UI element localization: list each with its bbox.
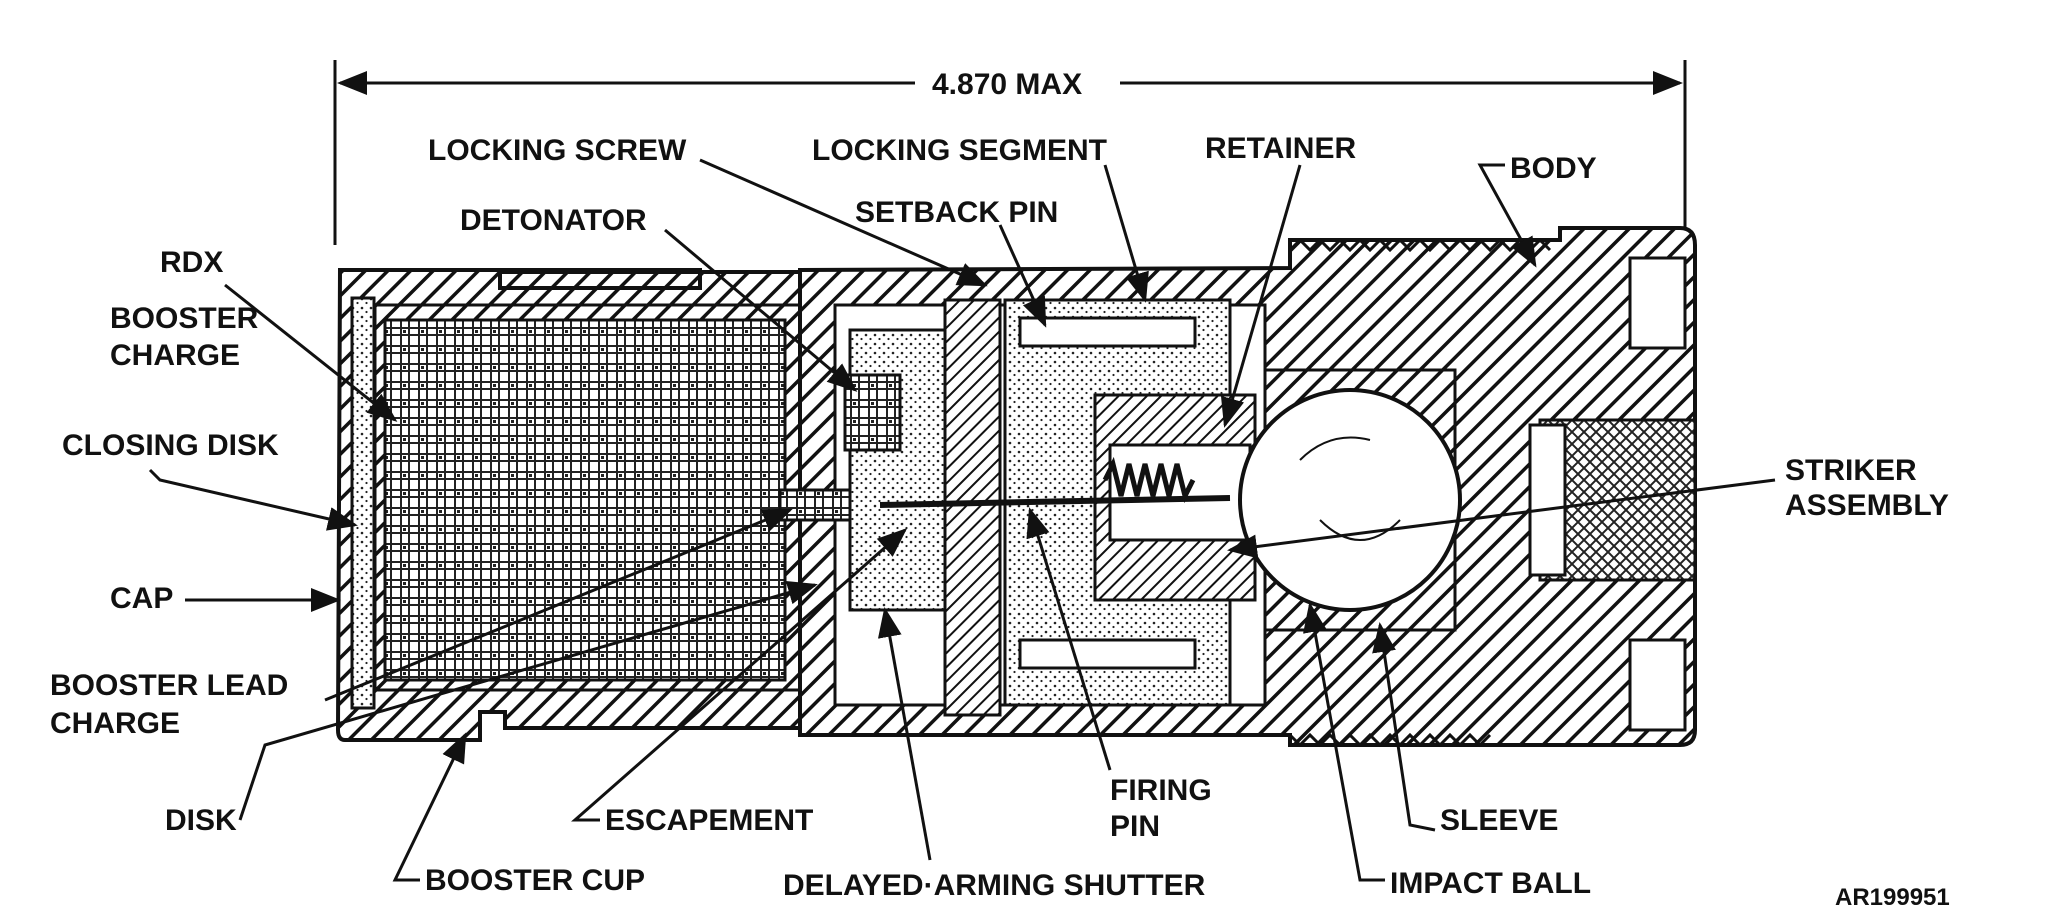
leader-delayed-arming <box>877 607 932 861</box>
label-cap: CAP <box>110 582 173 615</box>
figure-id: AR199951 <box>1835 884 1950 911</box>
label-delayed-arming-shutter: DELAYED·ARMING SHUTTER <box>783 869 1206 902</box>
label-booster-lead-2: CHARGE <box>50 707 180 740</box>
leader-body <box>1477 163 1537 268</box>
label-firing-pin-2: PIN <box>1110 810 1160 843</box>
label-retainer: RETAINER <box>1205 132 1356 165</box>
labels: LOCKING SCREW LOCKING SEGMENT RETAINER B… <box>50 132 1950 911</box>
label-detonator: DETONATOR <box>460 204 647 237</box>
body-threads <box>1288 237 1552 253</box>
detonator <box>843 373 902 452</box>
dimension-group: 4.870 MAX <box>333 60 1687 245</box>
label-striker-2: ASSEMBLY <box>1785 489 1949 522</box>
label-sleeve: SLEEVE <box>1440 804 1558 837</box>
leader-closing-disk <box>148 468 358 531</box>
dimension-label: 4.870 MAX <box>932 68 1082 101</box>
striker-spring <box>1102 456 1196 504</box>
label-rdx-3: CHARGE <box>110 339 240 372</box>
label-booster-cup: BOOSTER CUP <box>425 864 645 897</box>
body-threads-bottom <box>1288 732 1492 748</box>
label-booster-lead-1: BOOSTER LEAD <box>50 669 288 702</box>
label-locking-screw: LOCKING SCREW <box>428 134 687 167</box>
label-rdx-1: RDX <box>160 246 223 279</box>
body-recess-top <box>1628 256 1687 350</box>
label-disk: DISK <box>165 804 237 837</box>
leader-impact-ball <box>1303 602 1385 882</box>
impact-ball-highlight <box>1299 436 1401 541</box>
delayed-arming-shutter-block <box>943 298 1002 717</box>
striker-core <box>1108 443 1252 542</box>
leader-striker <box>1227 478 1776 559</box>
leader-retainer <box>1220 164 1302 428</box>
label-rdx-2: BOOSTER <box>110 302 259 335</box>
leader-booster-lead <box>324 508 793 702</box>
setback-pin-top <box>1018 316 1197 348</box>
leader-booster-cup <box>392 732 467 882</box>
leader-detonator <box>664 228 858 392</box>
leader-locking-screw <box>699 158 988 287</box>
leader-disk <box>238 581 818 821</box>
label-striker-1: STRIKER <box>1785 454 1917 487</box>
leader-locking-segment <box>1103 164 1149 303</box>
fuze-assembly <box>335 226 1697 748</box>
rdx-booster-charge <box>383 318 787 682</box>
leader-sleeve <box>1372 622 1436 832</box>
label-body: BODY <box>1510 152 1597 185</box>
leader-escapement <box>571 528 908 822</box>
leader-setback-pin <box>998 224 1047 328</box>
label-setback-pin: SETBACK PIN <box>855 196 1058 229</box>
label-impact-ball: IMPACT BALL <box>1390 867 1591 900</box>
firing-pin <box>879 495 1231 508</box>
leader-firing-pin <box>1026 507 1112 771</box>
closing-disk <box>350 296 376 710</box>
booster-lead-charge <box>778 488 852 522</box>
impact-ball <box>1238 388 1462 612</box>
label-closing-disk: CLOSING DISK <box>62 429 279 462</box>
label-escapement: ESCAPEMENT <box>605 804 813 837</box>
label-firing-pin-1: FIRING <box>1110 774 1212 807</box>
setback-pin-bottom <box>1018 638 1197 670</box>
body-insert-lip <box>1528 423 1567 577</box>
label-locking-segment: LOCKING SEGMENT <box>812 134 1107 167</box>
leader-rdx <box>224 283 398 422</box>
body-recess-bottom <box>1628 638 1687 732</box>
leader-lines <box>148 158 1776 882</box>
